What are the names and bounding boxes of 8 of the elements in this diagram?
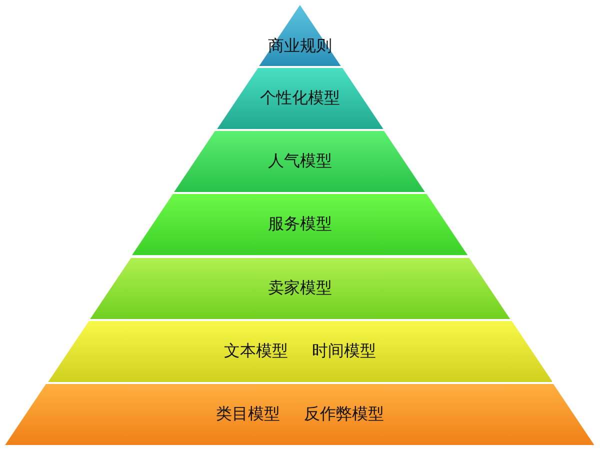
layer-label: 时间模型 bbox=[312, 340, 376, 362]
layer-label: 卖家模型 bbox=[268, 278, 332, 299]
layer-label: 个性化模型 bbox=[260, 88, 340, 110]
layer-label: 反作弊模型 bbox=[304, 404, 384, 425]
layer-label: 人气模型 bbox=[268, 151, 332, 172]
layer-label: 类目模型 bbox=[216, 404, 280, 425]
layer-label: 服务模型 bbox=[268, 214, 332, 236]
layer-label: 文本模型 bbox=[224, 340, 288, 362]
